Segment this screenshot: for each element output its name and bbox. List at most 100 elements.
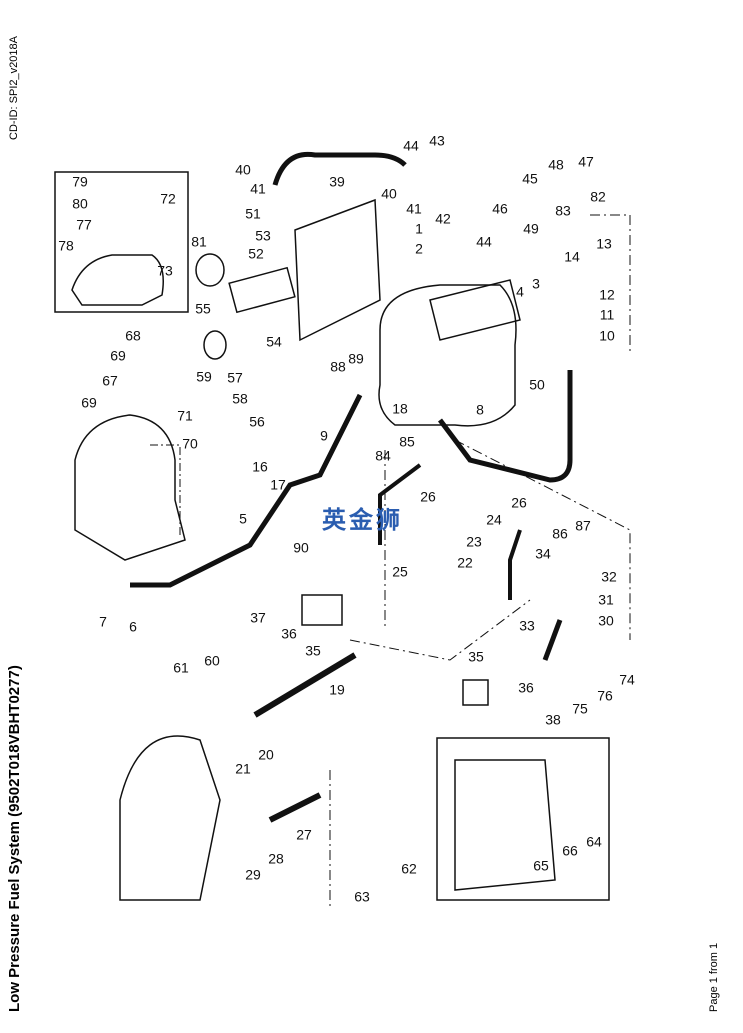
part-label-72: 72 (160, 191, 176, 207)
part-label-89: 89 (348, 351, 364, 367)
part-label-61: 61 (173, 660, 189, 676)
part-label-19: 19 (329, 682, 345, 698)
part-label-59: 59 (196, 369, 212, 385)
part-label-9: 9 (320, 428, 328, 444)
part-label-4: 4 (516, 284, 524, 300)
part-label-38: 38 (545, 712, 561, 728)
part-label-66: 66 (562, 843, 578, 859)
part-label-43: 43 (429, 133, 445, 149)
part-label-26: 26 (511, 495, 527, 511)
page-number: Page 1 from 1 (708, 942, 720, 1012)
part-label-27: 27 (296, 827, 312, 843)
part-label-45: 45 (522, 171, 538, 187)
part-label-78: 78 (58, 238, 74, 254)
fuel-pipe-5 (130, 393, 363, 588)
part-label-2: 2 (415, 241, 423, 257)
part-label-25: 25 (392, 564, 408, 580)
part-label-53: 53 (255, 228, 271, 244)
fuel-filter-assembly (378, 284, 517, 427)
part-label-3: 3 (532, 276, 540, 292)
part-label-8: 8 (476, 402, 484, 418)
part-label-76: 76 (597, 688, 613, 704)
part-label-57: 57 (227, 370, 243, 386)
part-label-33: 33 (519, 618, 535, 634)
part-label-71: 71 (177, 408, 193, 424)
part-label-73: 73 (157, 263, 173, 279)
part-label-5: 5 (239, 511, 247, 527)
fuel-pump (74, 414, 186, 561)
clip-35 (301, 594, 343, 626)
part-label-41: 41 (250, 181, 266, 197)
hose-19 (253, 652, 357, 718)
part-label-75: 75 (572, 701, 588, 717)
part-label-81: 81 (191, 234, 207, 250)
part-label-36: 36 (518, 680, 534, 696)
part-label-21: 21 (235, 761, 251, 777)
part-label-32: 32 (601, 569, 617, 585)
part-label-49: 49 (523, 221, 539, 237)
part-label-56: 56 (249, 414, 265, 430)
part-label-1: 1 (415, 221, 423, 237)
document-title: Low Pressure Fuel System (9502T018VBHT02… (6, 665, 23, 1012)
part-label-80: 80 (72, 196, 88, 212)
bracket-inset (454, 759, 556, 891)
part-label-68: 68 (125, 328, 141, 344)
part-label-16: 16 (252, 459, 268, 475)
part-label-44: 44 (476, 234, 492, 250)
part-label-35: 35 (305, 643, 321, 659)
part-label-47: 47 (578, 154, 594, 170)
part-label-62: 62 (401, 861, 417, 877)
cd-id-label: CD-ID: SPI2_v2018A (8, 36, 20, 140)
part-label-69: 69 (81, 395, 97, 411)
part-label-37: 37 (250, 610, 266, 626)
part-label-64: 64 (586, 834, 602, 850)
inset-bracket-box (436, 737, 610, 901)
part-label-58: 58 (232, 391, 248, 407)
part-label-34: 34 (535, 546, 551, 562)
inset-filter-head (71, 254, 164, 306)
part-label-82: 82 (590, 189, 606, 205)
part-label-11: 11 (600, 307, 615, 323)
part-label-35: 35 (468, 649, 484, 665)
part-label-39: 39 (329, 174, 345, 190)
part-label-48: 48 (548, 157, 564, 173)
part-label-83: 83 (555, 203, 571, 219)
part-label-22: 22 (457, 555, 473, 571)
hose-27 (268, 792, 322, 823)
diagram-linework (54, 151, 631, 910)
part-label-23: 23 (466, 534, 482, 550)
part-label-40: 40 (235, 162, 251, 178)
part-label-54: 54 (266, 334, 282, 350)
part-label-50: 50 (529, 377, 545, 393)
part-label-13: 13 (596, 236, 612, 252)
part-label-20: 20 (258, 747, 274, 763)
part-label-28: 28 (268, 851, 284, 867)
part-label-63: 63 (354, 889, 370, 905)
part-label-17: 17 (270, 477, 286, 493)
part-label-18: 18 (392, 401, 408, 417)
part-label-85: 85 (399, 434, 415, 450)
part-label-24: 24 (486, 512, 502, 528)
inset-filter-box (54, 171, 189, 313)
part-label-69: 69 (110, 348, 126, 364)
part-label-84: 84 (375, 448, 391, 464)
part-label-46: 46 (492, 201, 508, 217)
part-label-6: 6 (129, 619, 137, 635)
part-label-60: 60 (204, 653, 220, 669)
part-label-36: 36 (281, 626, 297, 642)
part-label-87: 87 (575, 518, 591, 534)
part-label-65: 65 (533, 858, 549, 874)
part-label-52: 52 (248, 246, 264, 262)
part-label-14: 14 (564, 249, 580, 265)
part-label-51: 51 (245, 206, 261, 222)
part-label-44: 44 (403, 138, 419, 154)
part-label-88: 88 (330, 359, 346, 375)
part-label-86: 86 (552, 526, 568, 542)
mounting-bracket (294, 198, 381, 342)
part-label-29: 29 (245, 867, 261, 883)
part-label-7: 7 (99, 614, 107, 630)
part-label-41: 41 (406, 201, 422, 217)
